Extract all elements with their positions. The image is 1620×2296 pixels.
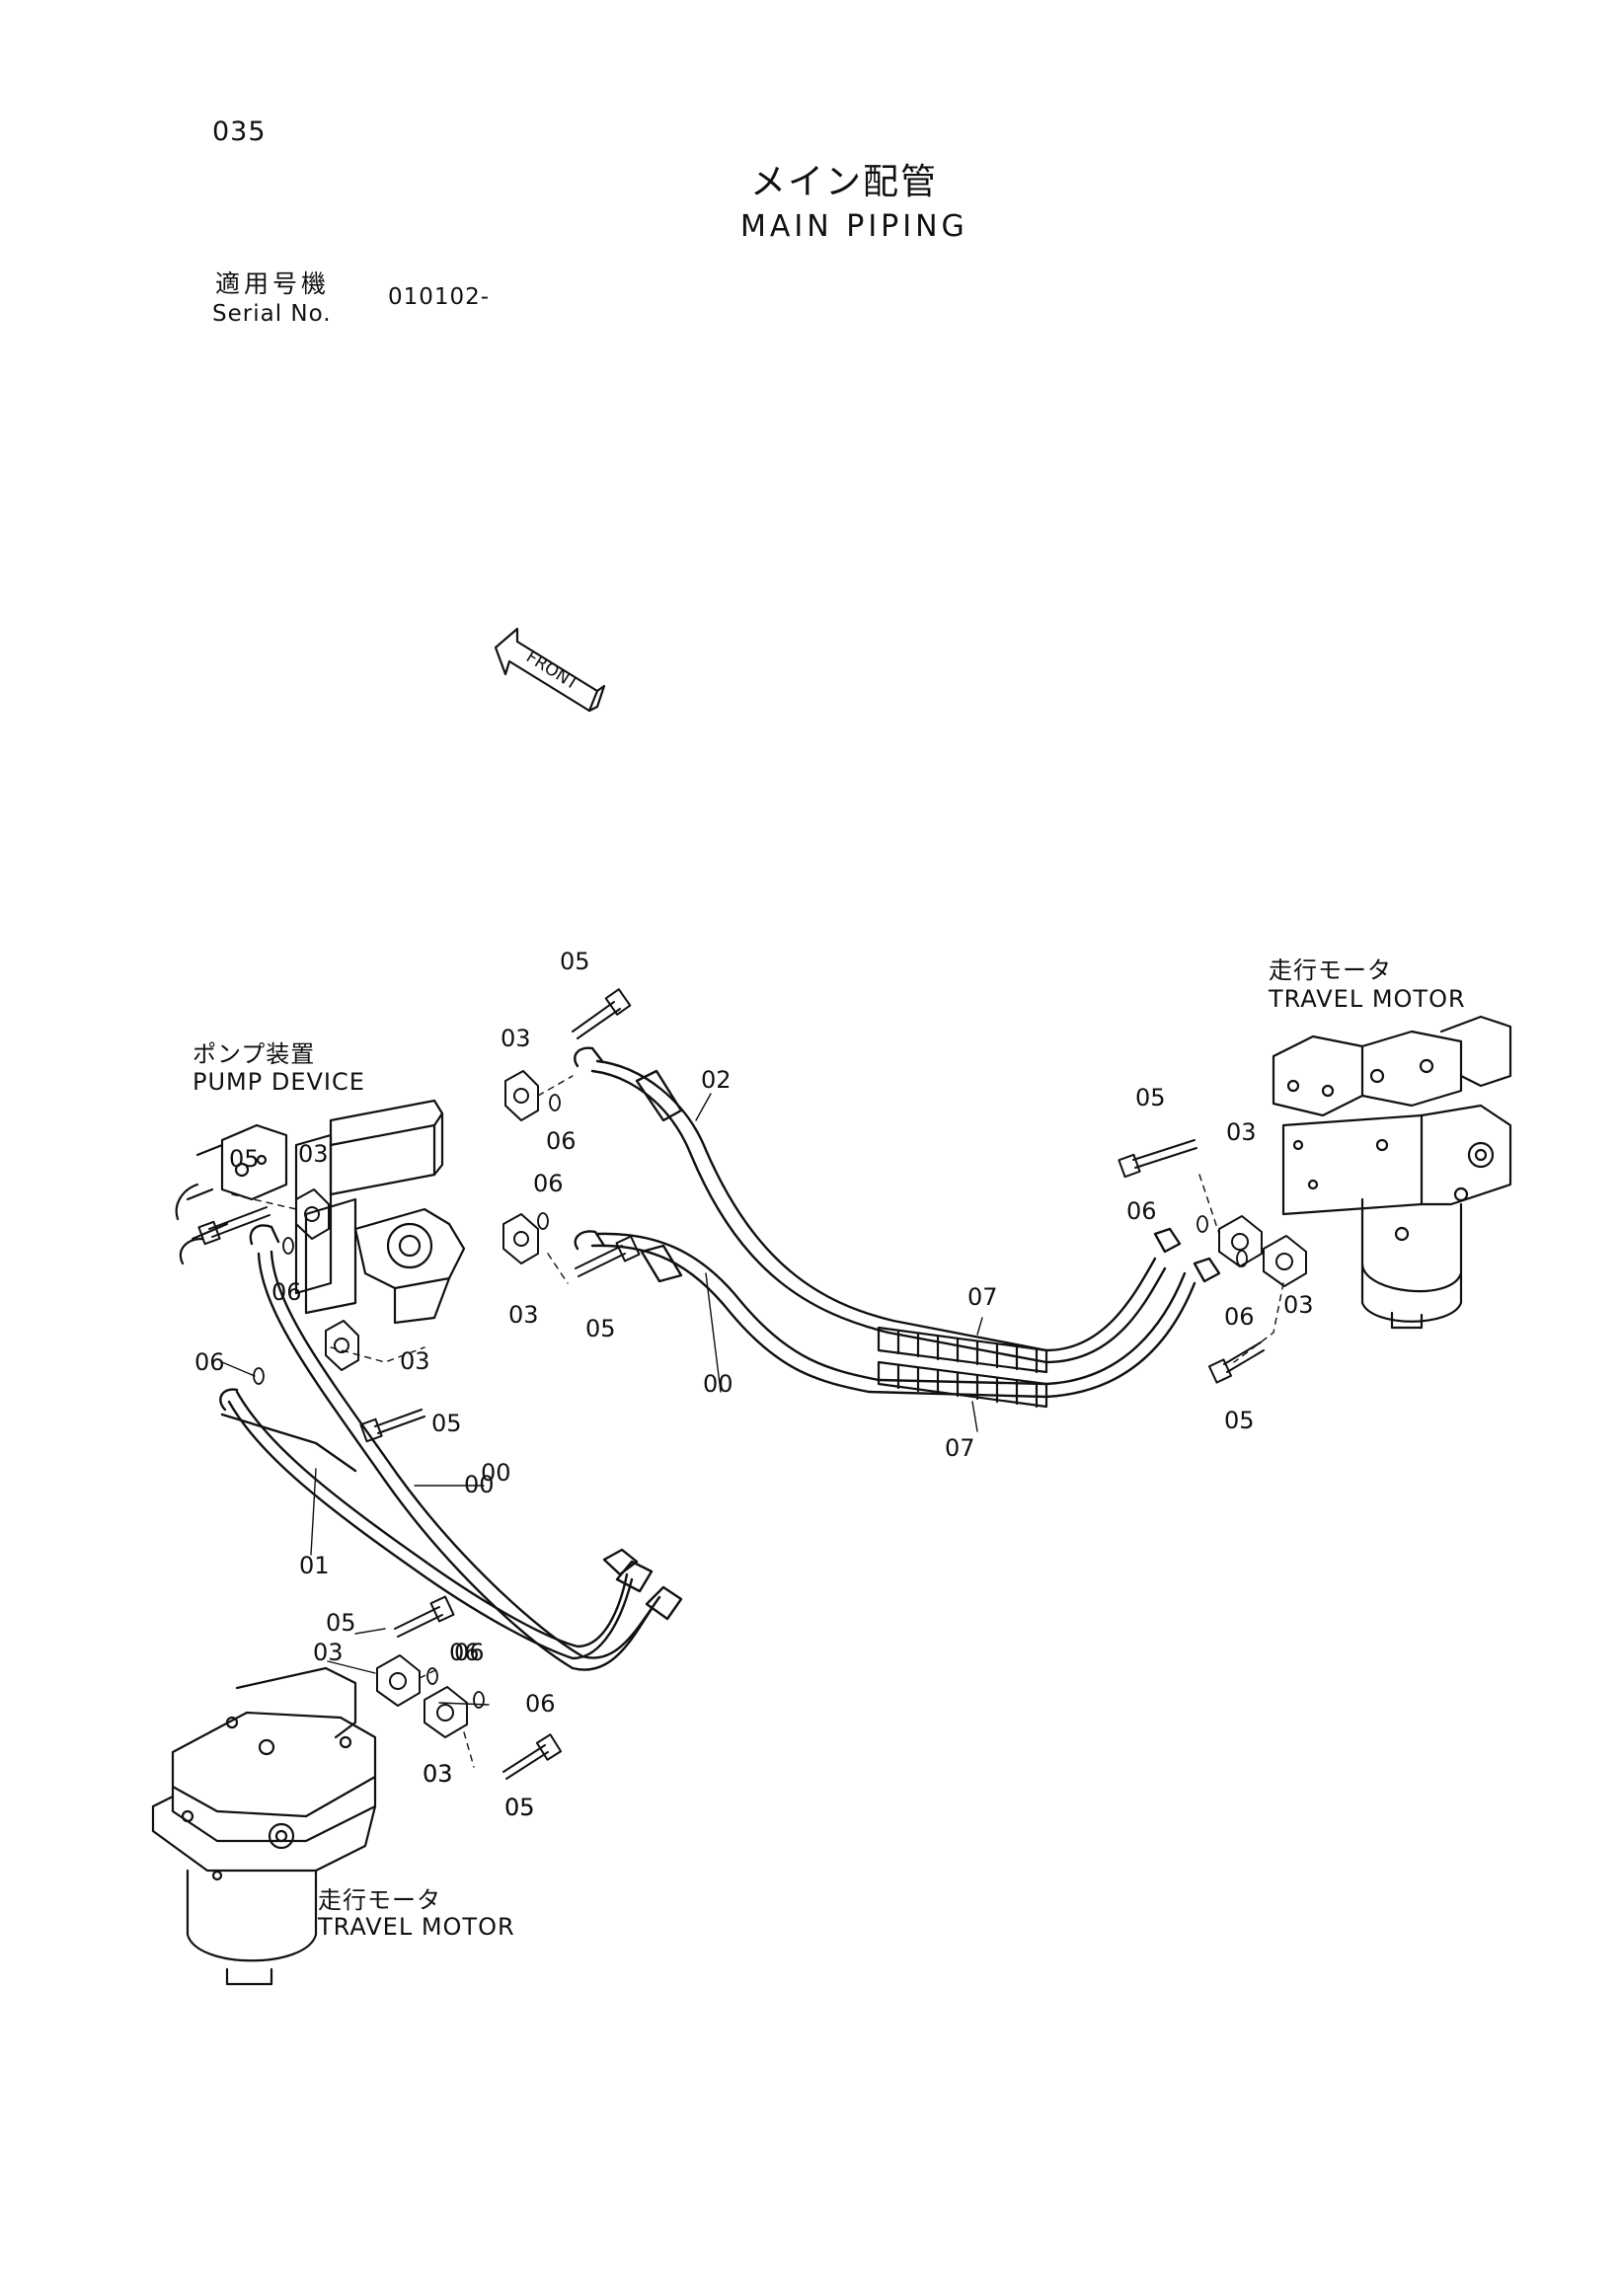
callout-03: 03: [400, 1347, 430, 1375]
callout-05: 05: [585, 1315, 616, 1342]
travel-motor-right-label-jp: 走行モータ: [1269, 957, 1392, 984]
leader-lines: [231, 1075, 1284, 1768]
callout-06: 06: [533, 1170, 564, 1197]
travel-motor-left-label-jp: 走行モータ: [318, 1886, 441, 1914]
callout-06: 06: [525, 1690, 556, 1718]
callout-07: 07: [945, 1434, 975, 1462]
callout-05: 05: [1224, 1407, 1255, 1434]
o-ring-icons: [253, 1094, 1248, 1709]
callout-03: 03: [501, 1025, 531, 1052]
callout-06: 06: [1126, 1197, 1157, 1225]
serial-label-japanese: 適用号機: [215, 269, 331, 298]
callout-06: 06: [1224, 1303, 1255, 1331]
pump-device-drawing: [175, 1099, 466, 1325]
hose-upper-bundle: [574, 1046, 1221, 1399]
callout-06: 06: [449, 1639, 480, 1666]
serial-label-english: Serial No.: [212, 301, 332, 327]
callout-03: 03: [1283, 1291, 1314, 1319]
callout-02: 02: [701, 1066, 732, 1094]
title-japanese: メイン配管: [750, 162, 939, 202]
callout-03: 03: [423, 1760, 453, 1788]
callout-05: 05: [431, 1410, 462, 1437]
callout-03: 03: [508, 1301, 539, 1329]
callout-03: 03: [1226, 1118, 1257, 1146]
callout-05: 05: [504, 1794, 535, 1821]
hose-lower-bundle: [219, 1224, 683, 1671]
leader-lines-solid: [221, 1093, 983, 1706]
pump-device-label-en: PUMP DEVICE: [193, 1068, 365, 1096]
callout-06: 06: [454, 1639, 485, 1666]
callout-00: 00: [703, 1370, 733, 1398]
callout-07: 07: [967, 1283, 998, 1311]
hose-protector-sleeves: [877, 1326, 1048, 1409]
callout-00: 00: [464, 1471, 495, 1498]
title-english: MAIN PIPING: [740, 209, 968, 244]
pump-device-label-jp: ポンプ装置: [193, 1040, 316, 1068]
bolt-icons: [197, 988, 1265, 1780]
callout-05: 05: [560, 948, 590, 975]
callout-03: 03: [298, 1140, 329, 1168]
callout-06: 06: [546, 1127, 577, 1155]
callout-01: 01: [299, 1552, 330, 1579]
page-number: 035: [212, 116, 267, 147]
travel-motor-right-drawing: [1272, 1015, 1512, 1330]
front-arrow-icon: FRONT: [494, 627, 606, 713]
flange-icons: [295, 1070, 1307, 1738]
travel-motor-left-drawing: [151, 1666, 377, 1986]
callout-06: 06: [271, 1278, 302, 1306]
callout-05: 05: [1135, 1084, 1166, 1111]
serial-value: 010102-: [388, 284, 491, 310]
travel-motor-left-label-en: TRAVEL MOTOR: [318, 1913, 515, 1941]
callout-05: 05: [504, 1794, 535, 1821]
callout-00-lower: 00: [481, 1459, 511, 1487]
callout-03: 03: [423, 1760, 453, 1788]
callout-03: 03: [313, 1639, 344, 1666]
callout-05: 05: [229, 1145, 260, 1173]
callout-05: 05: [326, 1609, 356, 1637]
callout-06: 06: [194, 1348, 225, 1376]
travel-motor-right-label-en: TRAVEL MOTOR: [1269, 985, 1466, 1013]
